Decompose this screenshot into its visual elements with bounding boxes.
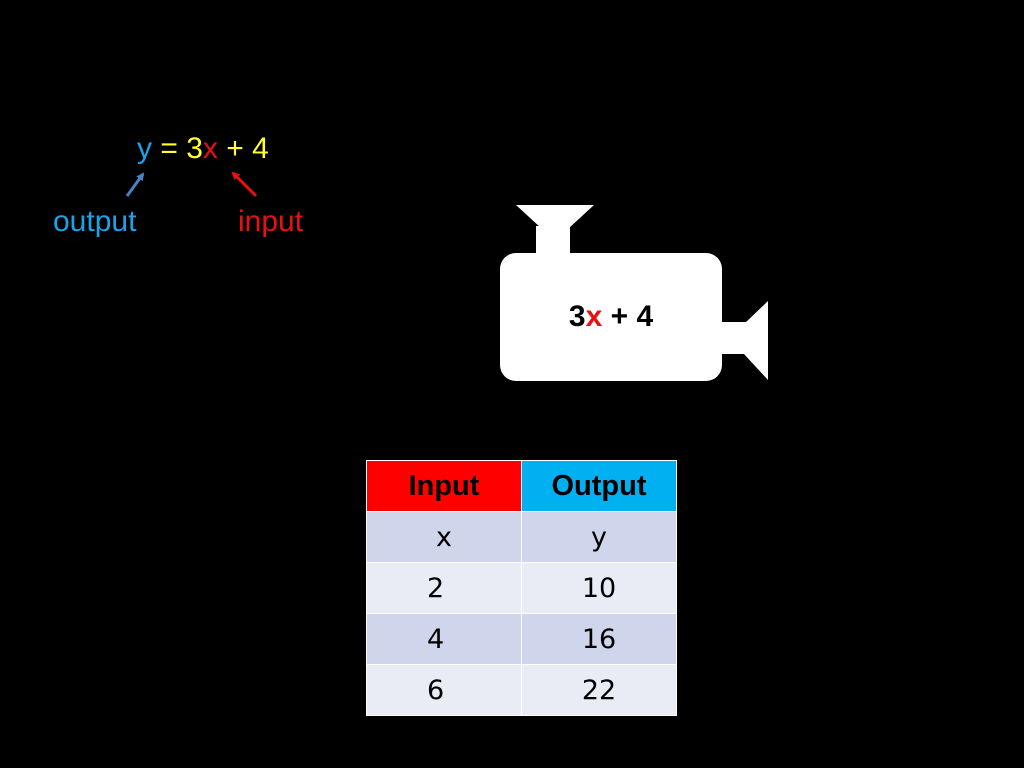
table-header-row: Input Output (366, 460, 677, 512)
equation-rest: + 4 (217, 132, 269, 165)
equation: y = 3x + 4 (137, 131, 269, 167)
output-label: output (53, 205, 137, 238)
header-output: Output (521, 460, 677, 512)
input-arrow-icon (231, 171, 258, 198)
table-row: 2 10 (366, 562, 677, 614)
machine-rest: + 4 (602, 300, 654, 333)
equation-equals-coef: = 3 (152, 132, 203, 165)
table-cell: 22 (521, 664, 677, 716)
equation-input-var: x (202, 132, 218, 165)
header-input: Input (366, 460, 522, 512)
equation-output-var: y (137, 132, 152, 165)
table-row: x y (366, 511, 677, 563)
table-cell: y (521, 511, 677, 563)
machine-var: x (585, 300, 603, 333)
machine-coef: 3 (568, 300, 586, 333)
input-label: input (238, 205, 304, 238)
table-cell: x (366, 511, 522, 563)
input-output-table: Input Output x y 2 10 4 16 6 22 (366, 460, 677, 716)
table-cell: 16 (521, 613, 677, 665)
table-row: 6 22 (366, 664, 677, 716)
table-row: 4 16 (366, 613, 677, 665)
output-arrow-icon (125, 172, 145, 197)
table-cell: 2 (366, 562, 522, 614)
table-cell: 10 (521, 562, 677, 614)
function-machine-icon (500, 205, 768, 381)
table-cell: 4 (366, 613, 522, 665)
table-cell: 6 (366, 664, 522, 716)
